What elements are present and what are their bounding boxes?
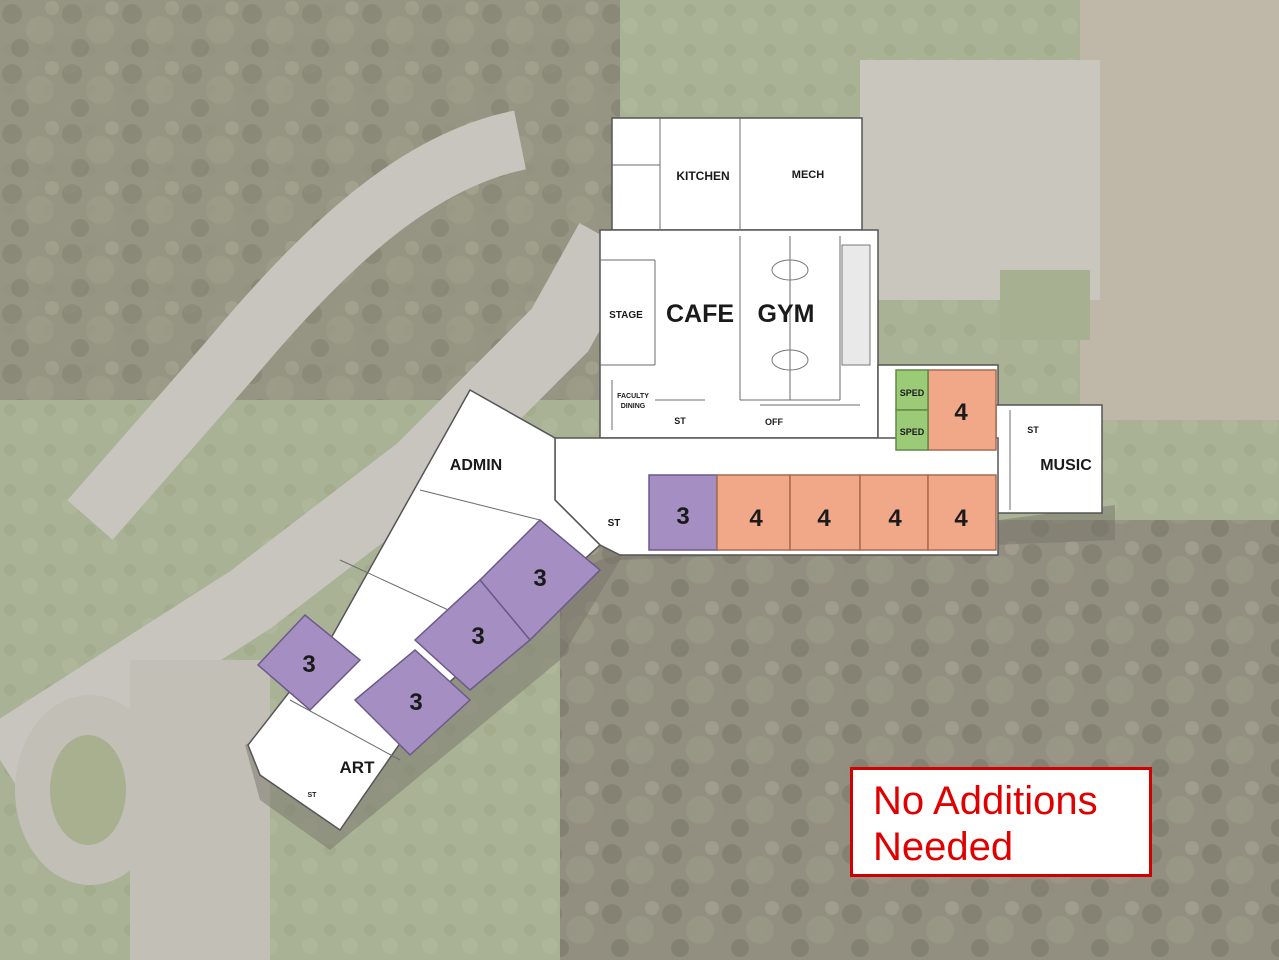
main-road xyxy=(0,223,641,790)
grade3-rooms xyxy=(256,474,718,757)
music-wing xyxy=(995,404,1103,514)
room-sped-b xyxy=(895,409,929,451)
label-art: ART xyxy=(340,758,376,777)
no-additions-callout: No Additions Needed xyxy=(850,767,1152,877)
callout-line2: Needed xyxy=(873,825,1014,869)
label-grade3-nw-c: 3 xyxy=(409,689,422,716)
kitchen-mech-wing xyxy=(611,117,863,231)
label-gym: GYM xyxy=(758,300,815,328)
tree-area-south xyxy=(560,520,1279,960)
label-st-cafe: ST xyxy=(674,416,686,426)
label-st-admin: ST xyxy=(608,518,621,529)
drive-loop xyxy=(67,110,527,540)
label-mech: MECH xyxy=(792,169,824,181)
room-grade4-d xyxy=(927,474,997,551)
room-grade4-a xyxy=(716,474,791,551)
sped-rooms xyxy=(895,369,929,451)
label-kitchen: KITCHEN xyxy=(676,169,729,183)
room-grade3-nw-b xyxy=(413,578,532,691)
roundabout-island xyxy=(50,735,126,845)
label-grade4-c: 4 xyxy=(888,505,902,532)
room-grade4-upper xyxy=(927,369,997,451)
label-st-music: ST xyxy=(1027,425,1039,435)
parking-lot-north xyxy=(860,60,1100,300)
cafe-gym-block xyxy=(599,229,879,439)
label-music: MUSIC xyxy=(1040,457,1092,474)
label-sped-b: SPED xyxy=(900,427,925,437)
label-admin: ADMIN xyxy=(450,457,502,474)
room-grade4-c xyxy=(859,474,929,551)
label-sped-a: SPED xyxy=(900,388,925,398)
court-key-south xyxy=(771,349,809,371)
label-faculty-line1: FACULTY xyxy=(617,393,649,400)
parking-lot-southwest xyxy=(130,660,270,960)
court-key-north xyxy=(771,259,809,281)
room-grade4-b xyxy=(789,474,861,551)
label-grade3-east: 3 xyxy=(676,503,689,530)
label-grade3-nw-b: 3 xyxy=(471,623,484,650)
label-grade4-a: 4 xyxy=(749,505,763,532)
grade4-rooms xyxy=(716,369,997,551)
playground-area xyxy=(1080,0,1279,420)
callout-line1: No Additions xyxy=(873,779,1098,823)
bleachers xyxy=(841,244,871,366)
label-off: OFF xyxy=(765,417,783,427)
courtyard-lawn xyxy=(1000,270,1090,340)
room-grade3-nw-c xyxy=(353,649,472,757)
label-grade3-nw-a: 3 xyxy=(533,565,546,592)
room-grade3-west xyxy=(256,613,362,712)
label-faculty-line2: DINING xyxy=(621,403,646,410)
label-cafe: CAFE xyxy=(666,300,734,328)
label-st-art: ST xyxy=(308,792,318,799)
label-grade4-d: 4 xyxy=(954,505,968,532)
label-stage: STAGE xyxy=(609,310,643,321)
label-grade4-b: 4 xyxy=(817,505,831,532)
label-grade3-west: 3 xyxy=(302,651,315,678)
label-grade4-upper: 4 xyxy=(954,399,968,426)
